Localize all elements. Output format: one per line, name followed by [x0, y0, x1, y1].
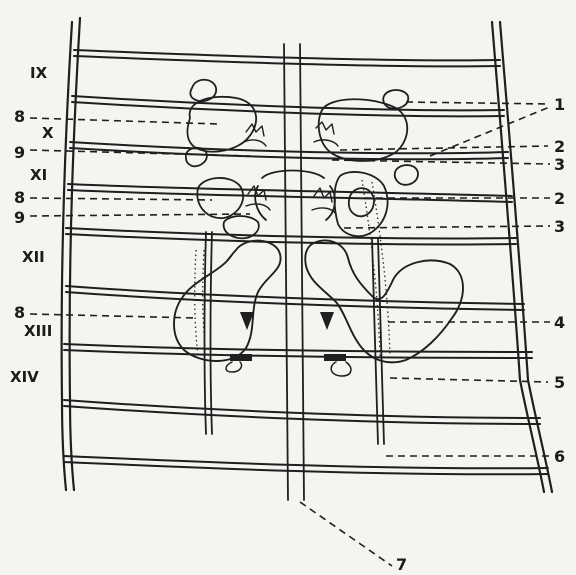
- bottom-label-7: 7: [396, 555, 407, 574]
- right-label-5: 5: [554, 373, 565, 392]
- segment-label-xiii: XIII: [24, 322, 52, 340]
- right-label-1: 1: [554, 95, 565, 114]
- right-label-4: 4: [554, 313, 565, 332]
- segment-label-ix: IX: [30, 64, 48, 82]
- left-label-9-upper: 9: [14, 143, 25, 162]
- right-label-6: 6: [554, 447, 565, 466]
- left-label-8-lower: 8: [14, 303, 25, 322]
- right-label-3-upper: 3: [554, 155, 565, 174]
- left-label-9-lower: 9: [14, 208, 25, 227]
- segment-label-xiv: XIV: [10, 368, 39, 386]
- segment-label-xi: XI: [30, 166, 47, 184]
- left-label-8-middle: 8: [14, 188, 25, 207]
- right-label-2-lower: 2: [554, 189, 565, 208]
- left-label-8-upper: 8: [14, 107, 25, 126]
- right-label-2-upper: 2: [554, 137, 565, 156]
- segment-label-xii: XII: [22, 248, 45, 266]
- segment-label-x: X: [42, 124, 54, 142]
- right-label-3-lower: 3: [554, 217, 565, 236]
